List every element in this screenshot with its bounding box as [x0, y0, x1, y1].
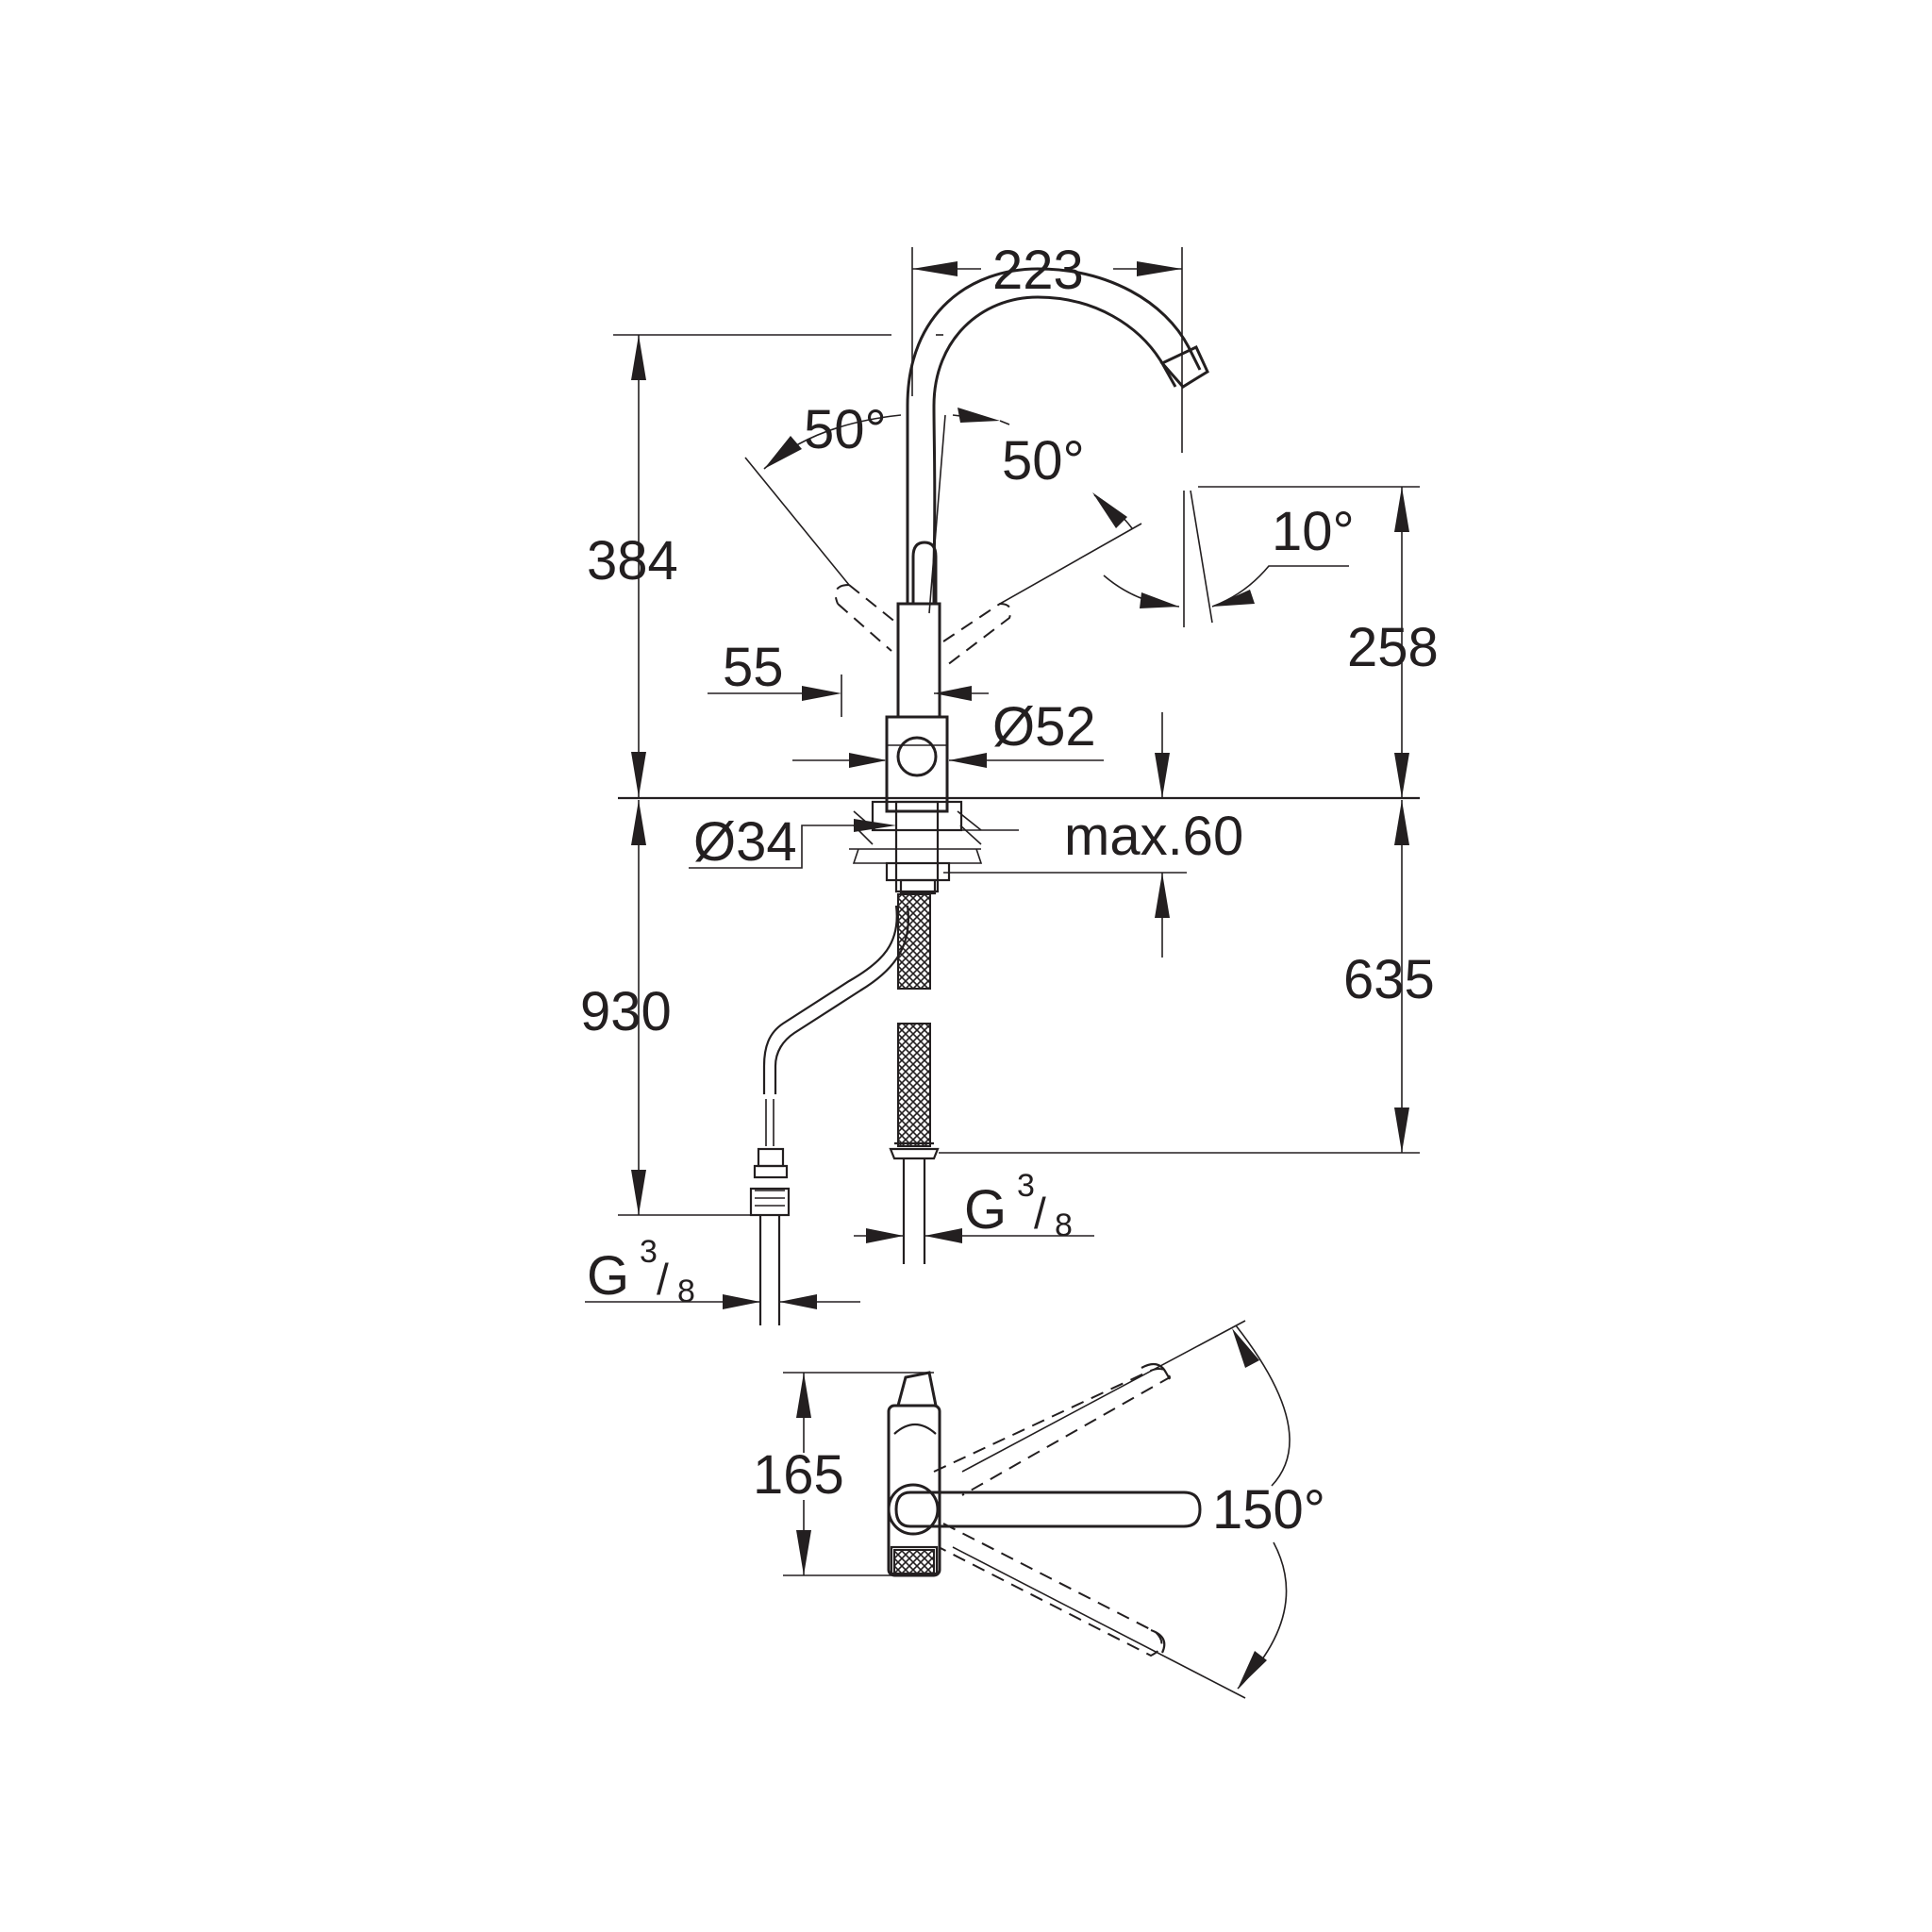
top-view [783, 1320, 1291, 1699]
svg-text:8: 8 [677, 1274, 695, 1309]
label-spout-tilt: 10° [1272, 501, 1355, 562]
label-swivel-angle-right: 50° [1002, 430, 1085, 491]
lever-position-back [942, 602, 1012, 666]
label-connector-left: G 3 / 8 [587, 1234, 695, 1309]
dimension-labels: 223 50° 50° 10° 384 258 55 Ø52 Ø34 max.6… [580, 240, 1439, 1541]
label-spout-outlet-height: 258 [1347, 617, 1439, 678]
svg-text:/: / [657, 1255, 669, 1304]
top-view-body [887, 1404, 941, 1577]
svg-text:3: 3 [640, 1234, 658, 1270]
spout-outline-outer [906, 267, 1202, 604]
label-connector-right: G 3 / 8 [964, 1168, 1073, 1243]
braided-hose-right-upper [897, 893, 931, 990]
label-lever-offset: 55 [723, 637, 784, 698]
hoses [749, 893, 940, 1325]
label-height-above-deck: 384 [587, 530, 678, 591]
svg-text:G: G [587, 1245, 629, 1307]
label-body-diameter: Ø52 [992, 696, 1096, 758]
body-neck [911, 541, 938, 604]
spout-aerator [1159, 344, 1209, 389]
label-spout-reach: 223 [992, 240, 1084, 301]
braided-hose-right-lower [897, 1023, 931, 1147]
svg-text:8: 8 [1055, 1208, 1073, 1243]
label-top-view-depth: 165 [753, 1444, 844, 1506]
label-hose-length-right: 635 [1343, 949, 1435, 1010]
lever-housing [885, 715, 949, 813]
label-max-deck-thickness: max.60 [1064, 806, 1243, 867]
svg-text:G: G [964, 1179, 1007, 1241]
label-hole-diameter: Ø34 [693, 811, 797, 873]
svg-text:/: / [1034, 1189, 1046, 1238]
label-swivel-angle-left: 50° [804, 399, 887, 460]
spout-outline-inner [932, 295, 1177, 604]
label-hose-length-left: 930 [580, 981, 672, 1042]
faucet-body [896, 602, 941, 719]
lever-position-forward [834, 584, 897, 652]
label-rotation-angle: 150° [1212, 1479, 1325, 1541]
dimension-lines [585, 247, 1420, 1309]
top-view-lever [894, 1491, 1202, 1528]
mixer-cartridge-icon [896, 736, 938, 777]
flexible-hose-left [762, 905, 898, 1094]
side-view [834, 267, 1209, 895]
svg-text:3: 3 [1017, 1168, 1035, 1204]
